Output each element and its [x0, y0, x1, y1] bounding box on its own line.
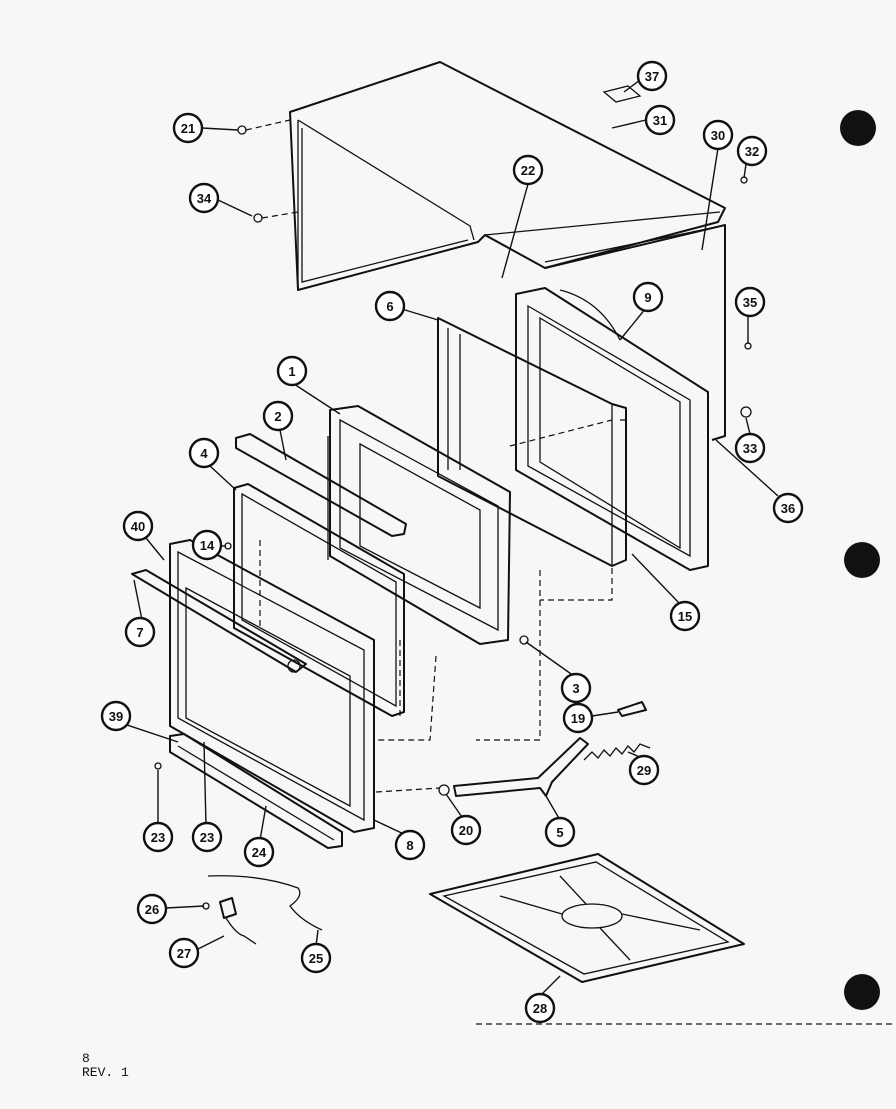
callout-5: 5: [544, 816, 576, 848]
svg-text:9: 9: [644, 290, 651, 305]
svg-text:2: 2: [274, 409, 281, 424]
callout-3: 3: [560, 672, 592, 704]
inner-glass-frame: [233, 483, 405, 717]
callout-30: 30: [702, 119, 734, 151]
oven-tray: [429, 853, 745, 983]
rating-label: [602, 85, 642, 103]
svg-text:23: 23: [200, 830, 214, 845]
svg-text:21: 21: [181, 121, 195, 136]
callout-32: 32: [736, 135, 768, 167]
svg-text:14: 14: [200, 538, 215, 553]
door-handle: [131, 569, 307, 673]
screw-21: [237, 125, 247, 135]
svg-text:22: 22: [521, 163, 535, 178]
screw-23: [154, 762, 162, 770]
callout-21: 21: [172, 112, 204, 144]
registration-mark-top: [840, 110, 876, 146]
svg-text:34: 34: [197, 191, 212, 206]
svg-text:6: 6: [386, 299, 393, 314]
callout-31: 31: [644, 104, 676, 136]
svg-text:25: 25: [309, 951, 323, 966]
screw-20: [438, 784, 450, 796]
callout-28: 28: [524, 992, 556, 1024]
callout-20: 20: [450, 814, 482, 846]
svg-text:15: 15: [678, 609, 692, 624]
svg-text:1: 1: [288, 364, 295, 379]
svg-text:40: 40: [131, 519, 145, 534]
door-spring: [583, 743, 651, 761]
callout-19: 19: [562, 702, 594, 734]
callout-26: 26: [136, 893, 168, 925]
registration-mark-bottom: [844, 974, 880, 1010]
callout-27: 27: [168, 937, 200, 969]
wiring-harness: [207, 875, 323, 945]
hinge-pin: [617, 701, 647, 717]
callout-6: 6: [374, 290, 406, 322]
svg-text:39: 39: [109, 709, 123, 724]
svg-text:28: 28: [533, 1001, 547, 1016]
page-number: 8: [82, 1051, 90, 1066]
callout-25: 25: [300, 942, 332, 974]
svg-text:33: 33: [743, 441, 757, 456]
callout-40: 40: [122, 510, 154, 542]
callout-1: 1: [276, 355, 308, 387]
callout-15: 15: [669, 600, 701, 632]
page-footer: 8 REV. 1: [82, 1052, 129, 1080]
callout-33: 33: [734, 432, 766, 464]
screw-3: [519, 635, 529, 645]
svg-text:5: 5: [556, 825, 563, 840]
callout-23-left: 23: [142, 821, 174, 853]
cavity-frame: [327, 405, 511, 645]
back-panel: [544, 224, 726, 441]
svg-text:36: 36: [781, 501, 795, 516]
svg-text:8: 8: [406, 838, 413, 853]
trim-strip: [235, 433, 407, 537]
callout-2: 2: [262, 400, 294, 432]
svg-text:7: 7: [136, 625, 143, 640]
callout-35: 35: [734, 286, 766, 318]
svg-text:27: 27: [177, 946, 191, 961]
outer-door: [169, 539, 375, 833]
svg-text:32: 32: [745, 144, 759, 159]
svg-text:30: 30: [711, 128, 725, 143]
screw-33: [740, 406, 752, 418]
liner-panel: [437, 317, 627, 567]
svg-text:31: 31: [653, 113, 667, 128]
rear-frame: [515, 287, 709, 571]
callout-24: 24: [243, 836, 275, 868]
registration-mark-middle: [844, 542, 880, 578]
svg-text:23: 23: [151, 830, 165, 845]
assembly-lines: [245, 119, 896, 1025]
callout-34: 34: [188, 182, 220, 214]
svg-text:3: 3: [572, 681, 579, 696]
screw-34: [253, 213, 263, 223]
svg-text:37: 37: [645, 69, 659, 84]
svg-text:19: 19: [571, 711, 585, 726]
callout-39: 39: [100, 700, 132, 732]
callout-8: 8: [394, 829, 426, 861]
svg-text:35: 35: [743, 295, 757, 310]
svg-text:29: 29: [637, 763, 651, 778]
callout-37: 37: [636, 60, 668, 92]
revision-label: REV. 1: [82, 1065, 129, 1080]
callout-7: 7: [124, 616, 156, 648]
svg-text:24: 24: [252, 845, 267, 860]
leader-lines: [117, 79, 779, 997]
callout-36: 36: [772, 492, 804, 524]
svg-text:20: 20: [459, 823, 473, 838]
callout-14: 14: [191, 529, 223, 561]
callout-4: 4: [188, 437, 220, 469]
callout-9: 9: [632, 281, 664, 313]
latch-lever: [453, 737, 589, 797]
svg-text:26: 26: [145, 902, 159, 917]
callout-23-right: 23: [191, 821, 223, 853]
svg-text:4: 4: [200, 446, 208, 461]
callout-29: 29: [628, 754, 660, 786]
callout-22: 22: [512, 154, 544, 186]
